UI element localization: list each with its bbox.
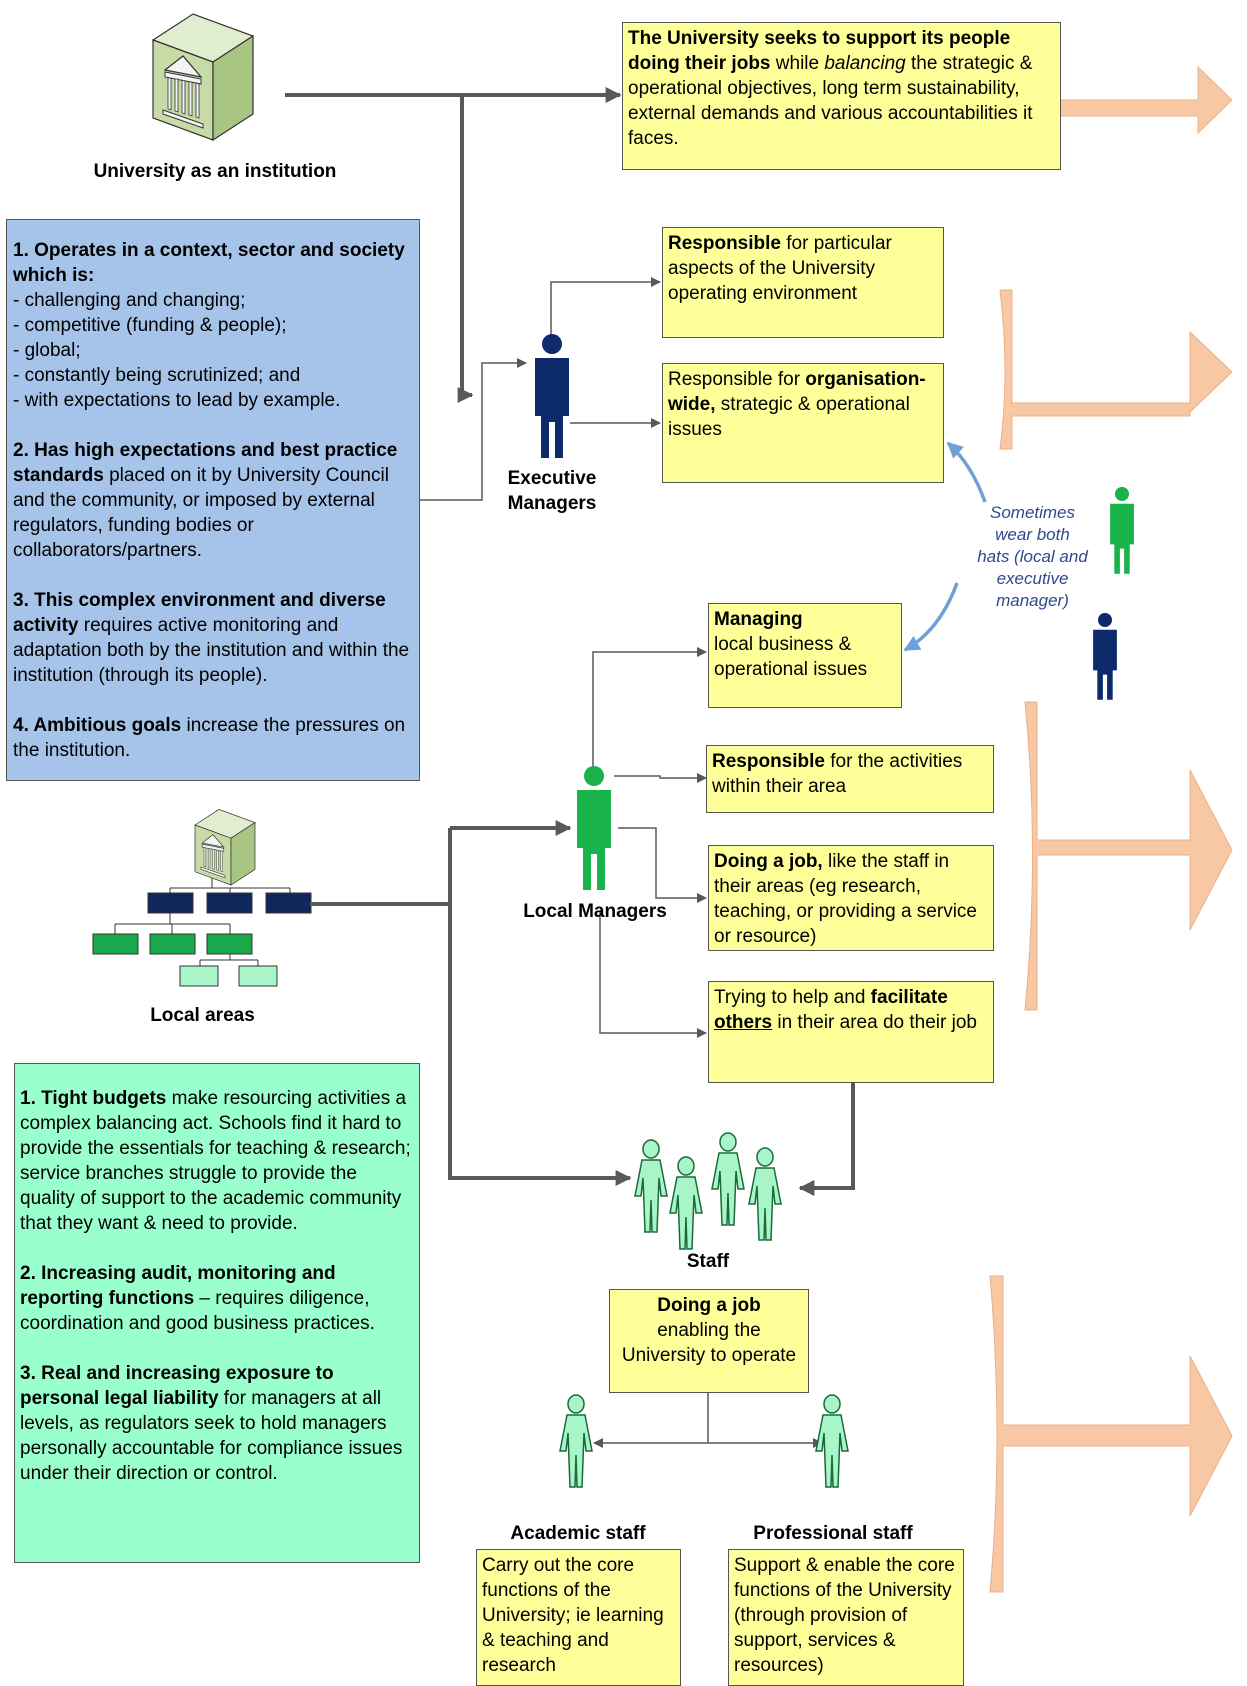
executive-manager-figure (535, 334, 569, 458)
big-arrow (999, 289, 1233, 450)
local-areas-org-chart-icon (92, 809, 312, 987)
institution-context-box: 1. Operates in a context, sector and soc… (6, 219, 420, 781)
staff-group-icon (634, 1132, 782, 1250)
executive-manager-small-figure (1093, 613, 1117, 700)
exec-org-wide-box: Responsible for organisation-wide, strat… (662, 363, 944, 483)
big-arrow (1024, 701, 1233, 1011)
local-manager-small-figure (1110, 487, 1134, 574)
local-manager-figure (577, 766, 611, 890)
university-label: University as an institution (93, 161, 337, 182)
local-responsible-box: Responsible for the activities within th… (706, 745, 994, 813)
university-purpose-box: The University seeks to support its peop… (622, 22, 1061, 170)
academic-desc-box: Carry out the core functions of the Univ… (476, 1549, 681, 1686)
local-managers-label: Local Managers (523, 901, 667, 922)
local-areas-label: Local areas (150, 1005, 255, 1026)
university-building-icon (152, 13, 254, 141)
local-context-box: 1. Tight budgets make resourcing activit… (14, 1063, 420, 1563)
staff-label: Staff (686, 1251, 730, 1272)
big-arrow (989, 1275, 1233, 1593)
local-doing-job-box: Doing a job, like the staff in their are… (708, 845, 994, 951)
hats-arc (903, 441, 987, 652)
exec-particular-box: Responsible for particular aspects of th… (662, 227, 944, 338)
connector-lines (285, 87, 855, 1448)
local-facilitate-box: Trying to help and facilitate others in … (708, 981, 994, 1083)
professional-staff-figure (815, 1394, 849, 1488)
professional-staff-label: Professional staff (753, 1523, 913, 1544)
academic-staff-label: Academic staff (510, 1523, 646, 1544)
professional-desc-box: Support & enable the core functions of t… (728, 1549, 964, 1686)
academic-staff-figure (559, 1394, 593, 1488)
